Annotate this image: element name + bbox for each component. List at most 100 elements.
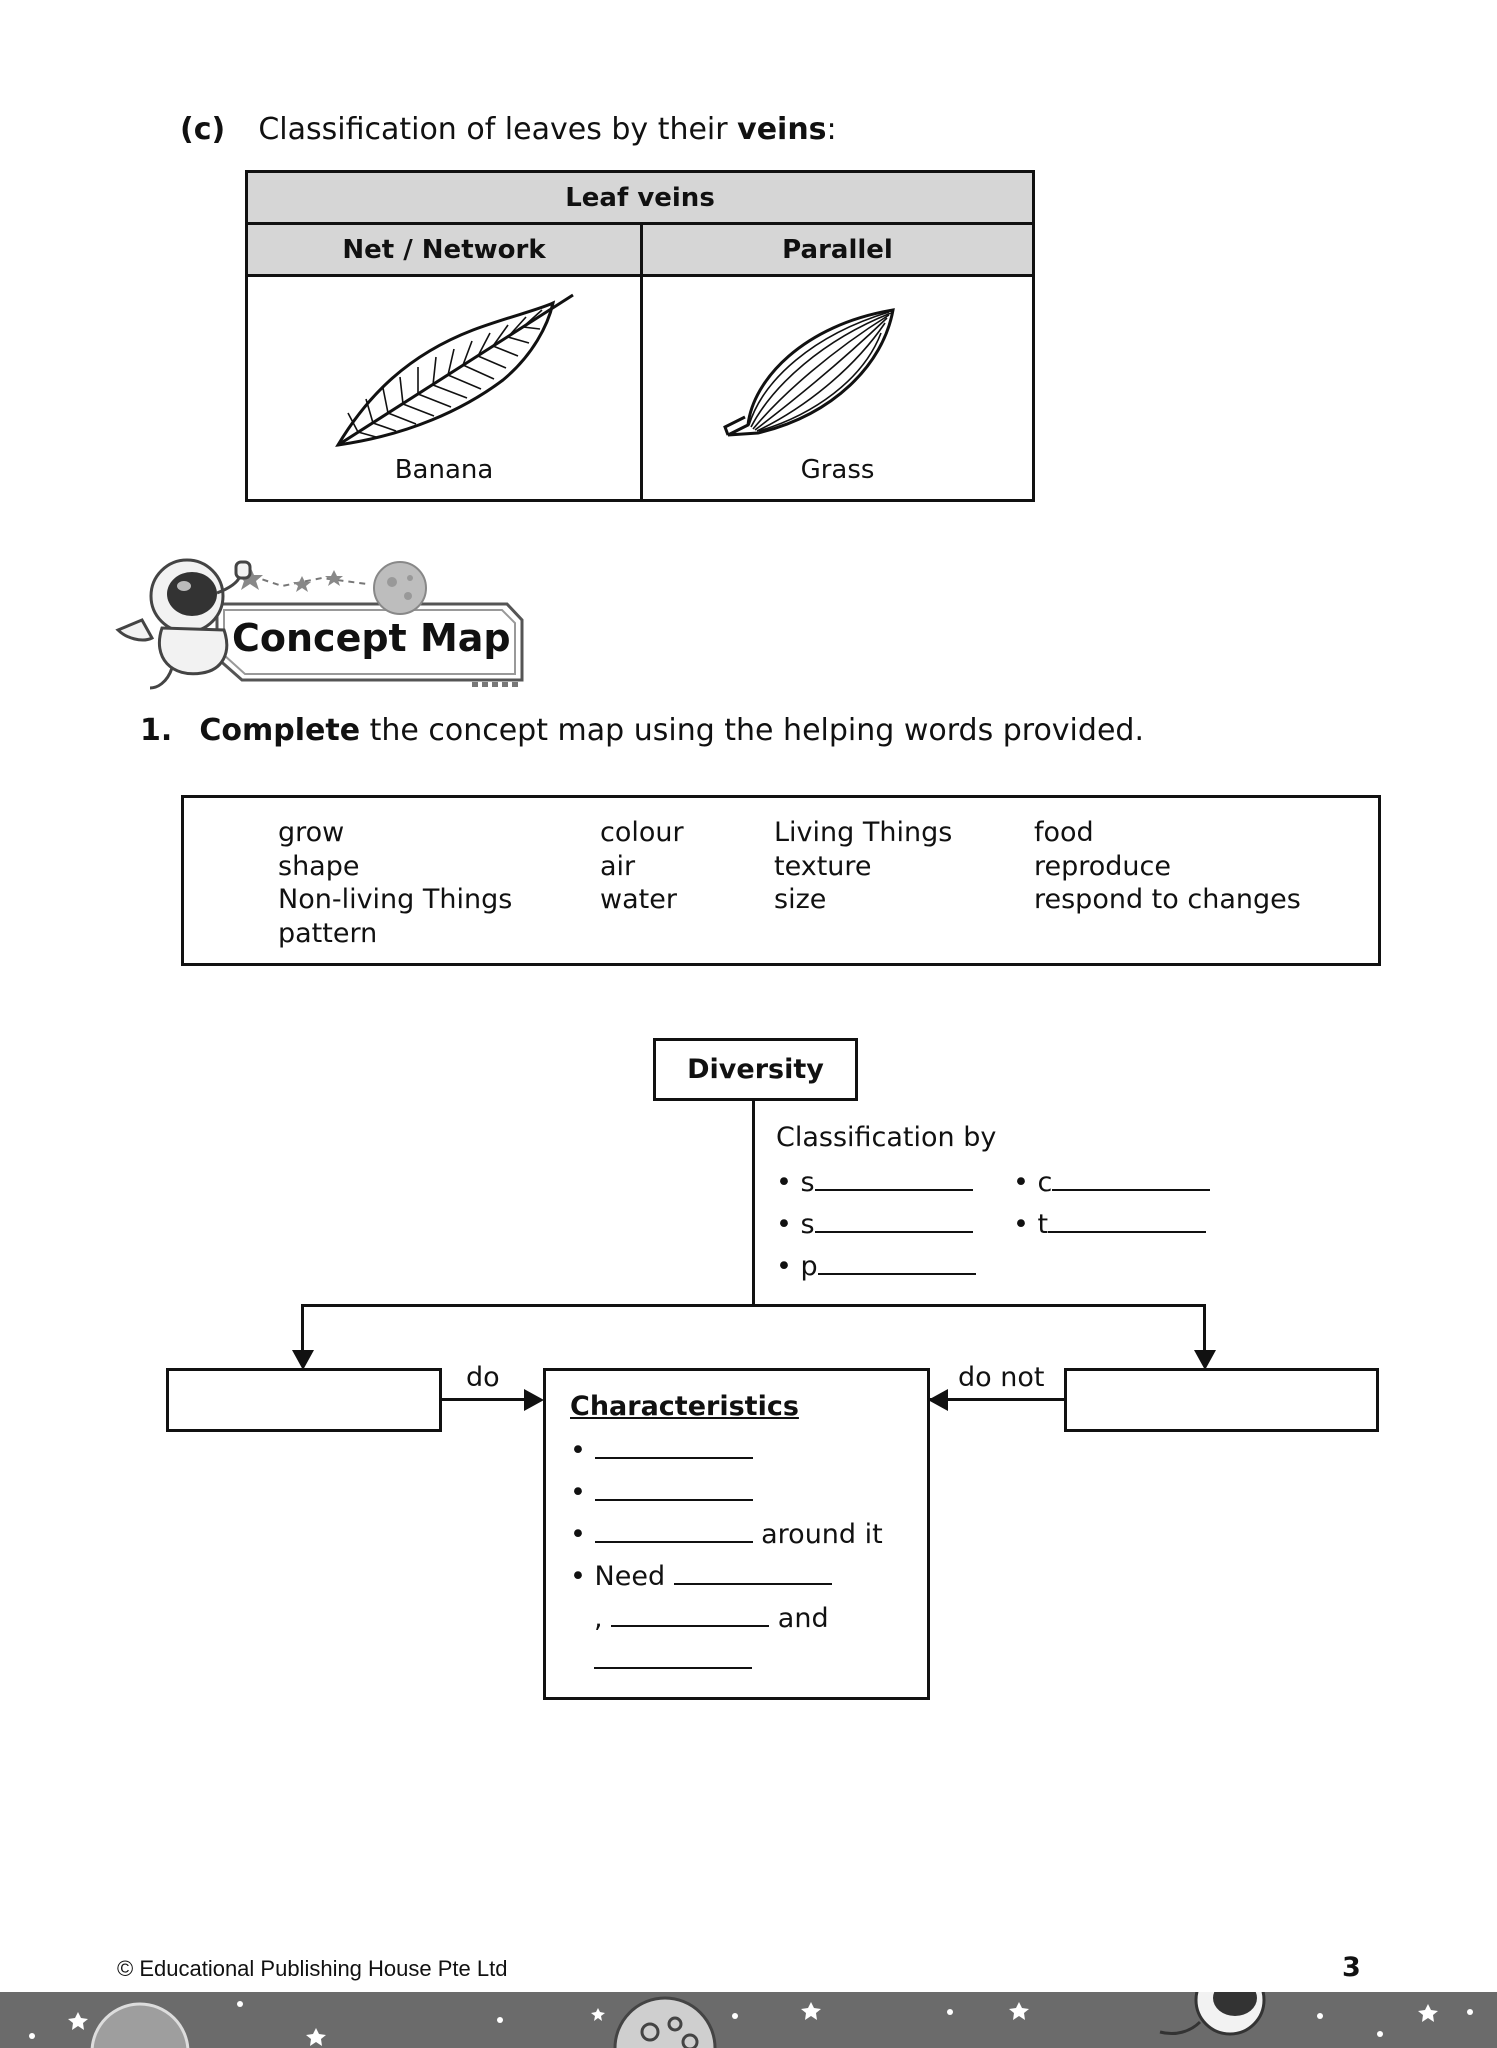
answer-blank[interactable] <box>1052 1165 1211 1191</box>
question-1-number: 1. <box>140 713 173 748</box>
answer-blank[interactable] <box>814 1207 973 1233</box>
question-c-bold: veins <box>737 112 827 147</box>
word: reproduce <box>1034 850 1171 882</box>
connector-root-vertical <box>752 1101 755 1306</box>
bullet: • <box>570 1561 586 1592</box>
characteristic-continuation: , and <box>594 1601 829 1634</box>
word-column-1: grow shape Non-living Things pattern <box>278 816 512 950</box>
bullet: • <box>570 1435 586 1466</box>
classification-prefix: c <box>1037 1167 1053 1198</box>
do-label: do <box>466 1362 500 1393</box>
answer-blank[interactable] <box>594 1517 753 1543</box>
word: water <box>600 884 677 915</box>
question-c-text: Classification of leaves by their <box>258 112 738 147</box>
answer-blank[interactable] <box>594 1643 752 1669</box>
word: respond to changes <box>1034 884 1301 915</box>
word-column-4: food reproduce respond to changes <box>1034 816 1301 917</box>
question-c-colon: : <box>826 112 837 147</box>
classification-item: • p <box>776 1249 976 1282</box>
around-it-text: around it <box>761 1519 883 1550</box>
bullet: • <box>776 1167 792 1198</box>
word: texture <box>774 850 872 882</box>
question-1-bold: Complete <box>199 713 361 748</box>
diversity-box: Diversity <box>653 1038 858 1101</box>
arrow-head-do <box>524 1389 544 1411</box>
answer-blank[interactable] <box>594 1433 753 1459</box>
question-1-text: the concept map using the helping words … <box>360 713 1144 748</box>
arrow-head-left-drop <box>292 1350 314 1370</box>
classification-prefix: t <box>1037 1209 1049 1240</box>
bullet: • <box>570 1477 586 1508</box>
word: size <box>774 884 827 915</box>
connector-left-drop <box>301 1304 304 1356</box>
section-title: Concept Map <box>232 616 511 660</box>
leaf-table-cell-net: Banana <box>248 277 640 499</box>
answer-blank[interactable] <box>1048 1207 1207 1233</box>
leaf-table-divider <box>640 225 643 499</box>
classification-item: • s <box>776 1165 973 1198</box>
characteristic-item: • <box>570 1433 753 1466</box>
connector-right-drop <box>1203 1304 1206 1356</box>
connector-do-not <box>930 1398 1064 1401</box>
word: shape <box>278 850 360 882</box>
space-decoration <box>29 1992 1473 2048</box>
helping-words-box: grow shape Non-living Things pattern col… <box>181 795 1381 966</box>
non-living-things-answer-box[interactable] <box>1064 1368 1379 1432</box>
bullet: • <box>776 1251 792 1282</box>
bullet: • <box>1013 1209 1029 1240</box>
characteristic-item: • around it <box>570 1517 883 1550</box>
classification-prefix: s <box>800 1167 815 1198</box>
do-not-label: do not <box>958 1362 1045 1393</box>
word: Living Things <box>774 817 953 848</box>
leaf-table-header: Leaf veins <box>248 173 1032 225</box>
footer-decorative-bar <box>0 1992 1497 2048</box>
copyright-text: © Educational Publishing House Pte Ltd <box>117 1956 508 1981</box>
characteristic-continuation <box>594 1643 752 1676</box>
comma-text: , <box>594 1603 603 1634</box>
arrow-head-do-not <box>928 1389 948 1411</box>
question-c-label: (c) <box>180 112 226 147</box>
grass-leaf-drawing <box>723 308 895 437</box>
leaf-table-cell-parallel: Grass <box>643 277 1032 499</box>
word: colour <box>600 817 684 848</box>
arrow-head-right-drop <box>1194 1350 1216 1370</box>
astronaut-banner-graphic <box>115 558 524 690</box>
characteristic-item: • Need <box>570 1559 832 1592</box>
bullet: • <box>570 1519 586 1550</box>
bullet: • <box>1013 1167 1029 1198</box>
and-text: and <box>777 1603 829 1634</box>
question-c: (c) Classification of leaves by their ve… <box>180 112 837 147</box>
word: food <box>1034 817 1094 848</box>
word: air <box>600 850 636 882</box>
answer-blank[interactable] <box>611 1601 770 1627</box>
answer-blank[interactable] <box>673 1559 832 1585</box>
classification-prefix: s <box>800 1209 815 1240</box>
leaf-veins-table: Leaf veins Net / Network Parallel <box>245 170 1035 502</box>
page-number: 3 <box>1342 1952 1361 1983</box>
characteristics-title: Characteristics <box>570 1391 799 1422</box>
need-text: Need <box>594 1561 666 1592</box>
classification-item: • t <box>1013 1207 1207 1240</box>
characteristics-box: Characteristics • • • around it • Need ,… <box>543 1368 930 1700</box>
leaf-table-col-parallel: Parallel <box>643 225 1032 277</box>
answer-blank[interactable] <box>814 1165 973 1191</box>
answer-blank[interactable] <box>594 1475 753 1501</box>
connector-do <box>442 1398 540 1401</box>
word-column-3: Living Things texture size <box>774 816 952 917</box>
leaf-table-col-net: Net / Network <box>248 225 640 277</box>
question-1: 1. Complete the concept map using the he… <box>140 713 1144 748</box>
living-things-answer-box[interactable] <box>166 1368 442 1432</box>
connector-horizontal <box>301 1304 1206 1307</box>
diversity-label: Diversity <box>687 1054 824 1085</box>
banana-leaf-drawing <box>335 293 574 447</box>
caption-grass: Grass <box>800 455 875 485</box>
classification-item: • s <box>776 1207 973 1240</box>
word: grow <box>278 817 345 848</box>
classification-prefix: p <box>800 1251 818 1282</box>
word-column-2: colour air water <box>600 816 684 917</box>
characteristic-item: • <box>570 1475 753 1508</box>
answer-blank[interactable] <box>817 1249 976 1275</box>
concept-map-banner: Concept Map <box>112 548 532 698</box>
bullet: • <box>776 1209 792 1240</box>
caption-banana: Banana <box>394 455 494 485</box>
